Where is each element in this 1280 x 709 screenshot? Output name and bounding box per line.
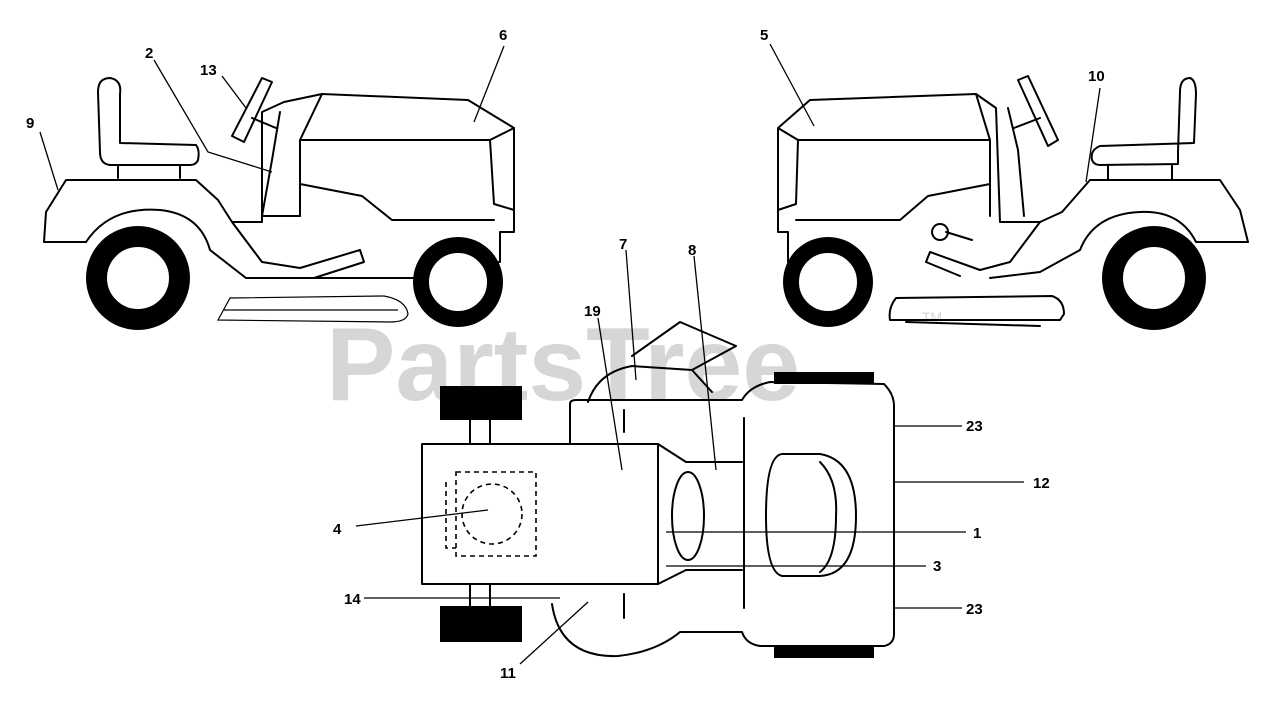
front-hub-left	[427, 251, 489, 313]
dash-panel-left	[261, 111, 495, 221]
steering-wheel-left	[231, 77, 277, 143]
front-hub-right	[797, 251, 859, 313]
rear-fender-left	[43, 93, 515, 263]
leader-6	[473, 45, 505, 123]
callout-23-lower: 23	[966, 601, 983, 618]
engine-circle-top	[461, 483, 523, 545]
hood-left	[299, 93, 515, 217]
seat-post-right	[1107, 164, 1173, 181]
leader-11	[519, 601, 589, 665]
callout-10: 10	[1088, 68, 1105, 85]
watermark-text: PartsTree	[326, 307, 800, 423]
seat-top	[765, 453, 857, 577]
rear-tire-top-lower	[774, 646, 874, 658]
hood-right	[777, 93, 991, 217]
seat-back-right	[1090, 77, 1197, 166]
callout-4: 4	[333, 521, 342, 538]
dash-panel-right	[795, 107, 1025, 221]
mower-deck-right	[888, 295, 1065, 327]
leader-9	[39, 131, 59, 191]
parts-tree-watermark: PartsTree TM	[326, 307, 942, 423]
callout-19: 19	[584, 303, 601, 320]
grass-chute-top	[587, 321, 737, 403]
callout-12: 12	[1033, 475, 1050, 492]
callout-11: 11	[500, 665, 516, 682]
body-lower-left	[43, 208, 417, 279]
front-axle-top	[469, 419, 491, 607]
mower-deck-top	[551, 381, 895, 658]
callout-23-upper: 23	[966, 418, 983, 435]
rear-hub-right	[1121, 245, 1187, 311]
front-tire-top-lower	[440, 606, 522, 642]
leader-2	[153, 59, 273, 173]
callout-14: 14	[344, 591, 361, 608]
dash-section-top	[657, 443, 743, 585]
leader-13	[221, 75, 247, 109]
tractor-left-side-view	[43, 77, 515, 330]
callout-13: 13	[200, 62, 217, 79]
callout-7: 7	[619, 236, 627, 253]
leader-lines	[39, 43, 1101, 665]
footrest-right	[925, 221, 1041, 277]
callout-5: 5	[760, 27, 768, 44]
engine-outline-top	[445, 471, 537, 557]
seat-back-left	[97, 77, 200, 166]
callout-8: 8	[688, 242, 696, 259]
tractor-top-view	[421, 321, 895, 658]
body-lower-right	[989, 210, 1249, 279]
rear-tire-top-upper	[774, 372, 874, 384]
callout-1: 1	[973, 525, 981, 542]
leader-19	[597, 317, 623, 471]
rear-hub-left	[105, 245, 171, 311]
steering-wheel-top	[671, 471, 705, 561]
footrest-left	[231, 221, 365, 279]
leader-5	[769, 43, 815, 127]
steering-wheel-right	[1013, 75, 1059, 147]
tractor-right-side-view	[777, 75, 1249, 330]
seat-post-left	[117, 164, 181, 179]
callout-2: 2	[145, 45, 153, 62]
callout-labels: 9 2 13 6 5 10 7 8 19 4 1 3 14 11 23 12 2…	[26, 27, 1105, 682]
callout-3: 3	[933, 558, 941, 575]
callout-9: 9	[26, 115, 34, 132]
leader-7	[625, 249, 637, 381]
leader-8	[693, 255, 717, 471]
mower-deck-left	[216, 295, 409, 323]
leader-4	[355, 509, 489, 527]
callout-6: 6	[499, 27, 507, 44]
rear-fender-right	[777, 93, 1249, 263]
leader-10	[1085, 87, 1101, 183]
lift-lever-right	[931, 223, 973, 241]
front-tire-top-upper	[440, 386, 522, 420]
